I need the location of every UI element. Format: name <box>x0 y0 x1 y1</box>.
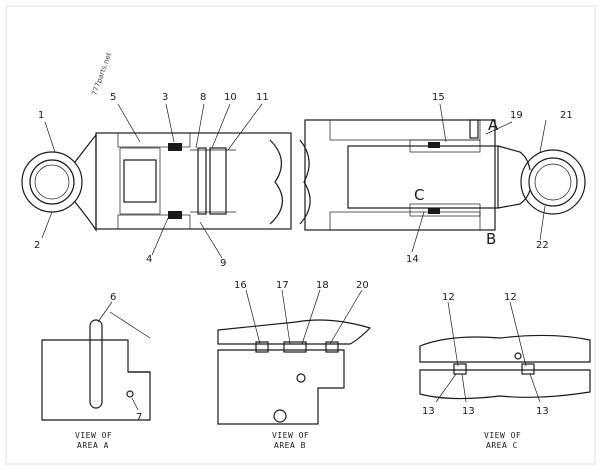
gland-top <box>409 139 481 153</box>
area-b-top-part <box>217 319 372 345</box>
label-3: 3 <box>162 92 168 103</box>
label-9: 9 <box>220 258 226 269</box>
barrel-wall-bottom <box>117 214 191 230</box>
head-eye-neck <box>74 133 97 232</box>
seal-bottom <box>168 211 182 219</box>
head-eye-bearing <box>29 159 75 205</box>
head-barrel <box>95 132 292 230</box>
area-a-seal <box>126 390 134 398</box>
label-7: 7 <box>136 412 142 423</box>
rod-eye-outer <box>520 149 586 215</box>
label-15: 15 <box>432 92 445 103</box>
gland-bottom <box>409 203 481 217</box>
label-8: 8 <box>200 92 206 103</box>
area-b-caption-1: VIEW OF <box>272 431 309 440</box>
leader-lines-main <box>41 103 547 259</box>
barrel-break-line <box>269 139 283 225</box>
ring-band-1 <box>197 147 207 215</box>
page-frame <box>5 5 596 465</box>
barrel-wall-top <box>117 132 191 148</box>
area-b-seal-20 <box>325 341 339 353</box>
watermark-text: 777parts.net <box>90 51 113 96</box>
label-4: 4 <box>146 254 152 265</box>
callout-a: A <box>488 116 499 134</box>
rod-barrel <box>304 119 496 231</box>
head-eye-bore <box>34 164 70 200</box>
label-10: 10 <box>224 92 237 103</box>
area-b-seal-16 <box>255 341 269 353</box>
seal-top <box>168 143 182 151</box>
area-b-seal-17-18 <box>283 341 307 353</box>
area-c-seal-right <box>521 363 535 375</box>
gland-retainer <box>469 119 479 139</box>
label-22: 22 <box>536 240 549 251</box>
label-13-right: 13 <box>536 406 549 417</box>
detail-area-b: 16 17 18 20 VIEW OF AREA B <box>217 280 372 450</box>
rod-eye-bore <box>534 163 572 201</box>
rod-eye-bearing <box>528 157 578 207</box>
rod-eye-neck-top <box>497 145 531 171</box>
callout-c: C <box>414 186 424 204</box>
area-b-bottom-part <box>217 349 345 425</box>
area-b-caption-2: AREA B <box>274 441 306 450</box>
callout-b: B <box>486 230 496 248</box>
piston-rod <box>347 145 499 209</box>
area-c-top-part <box>419 334 591 363</box>
piston-core <box>123 159 157 203</box>
label-12-left: 12 <box>442 292 455 303</box>
detail-area-a: 6 7 VIEW OF AREA A <box>41 292 151 450</box>
area-c-seal-left <box>453 363 467 375</box>
piston-body <box>119 147 161 215</box>
head-eye-outer <box>21 151 83 213</box>
rod-barrel-wall-bottom <box>329 211 481 231</box>
label-19: 19 <box>510 110 523 121</box>
rod-barrel-wall-top <box>329 119 481 141</box>
label-21: 21 <box>560 110 573 121</box>
rod-seal-bottom <box>428 208 440 214</box>
label-20: 20 <box>356 280 369 291</box>
label-18: 18 <box>316 280 329 291</box>
label-1: 1 <box>38 110 44 121</box>
area-c-caption-2: AREA C <box>486 441 518 450</box>
area-a-caption-2: AREA A <box>77 441 109 450</box>
label-13-middle: 13 <box>462 406 475 417</box>
label-2: 2 <box>34 240 40 251</box>
rod-seal-top <box>428 142 440 148</box>
label-13-left: 13 <box>422 406 435 417</box>
label-17: 17 <box>276 280 289 291</box>
label-5: 5 <box>110 92 116 103</box>
area-a-caption-1: VIEW OF <box>75 431 112 440</box>
label-16: 16 <box>234 280 247 291</box>
label-6: 6 <box>110 292 116 303</box>
area-c-bottom-part <box>419 369 591 400</box>
ring-band-2 <box>209 147 227 215</box>
cylinder-rod-end <box>299 119 586 231</box>
detail-area-c: 12 12 13 13 13 VIEW OF AREA C <box>419 292 591 450</box>
rod-break-line <box>299 139 311 225</box>
label-12-right: 12 <box>504 292 517 303</box>
area-a-pin <box>89 319 103 409</box>
area-c-caption-1: VIEW OF <box>484 431 521 440</box>
label-11: 11 <box>256 92 269 103</box>
label-14: 14 <box>406 254 419 265</box>
cylinder-head-end <box>21 132 292 232</box>
